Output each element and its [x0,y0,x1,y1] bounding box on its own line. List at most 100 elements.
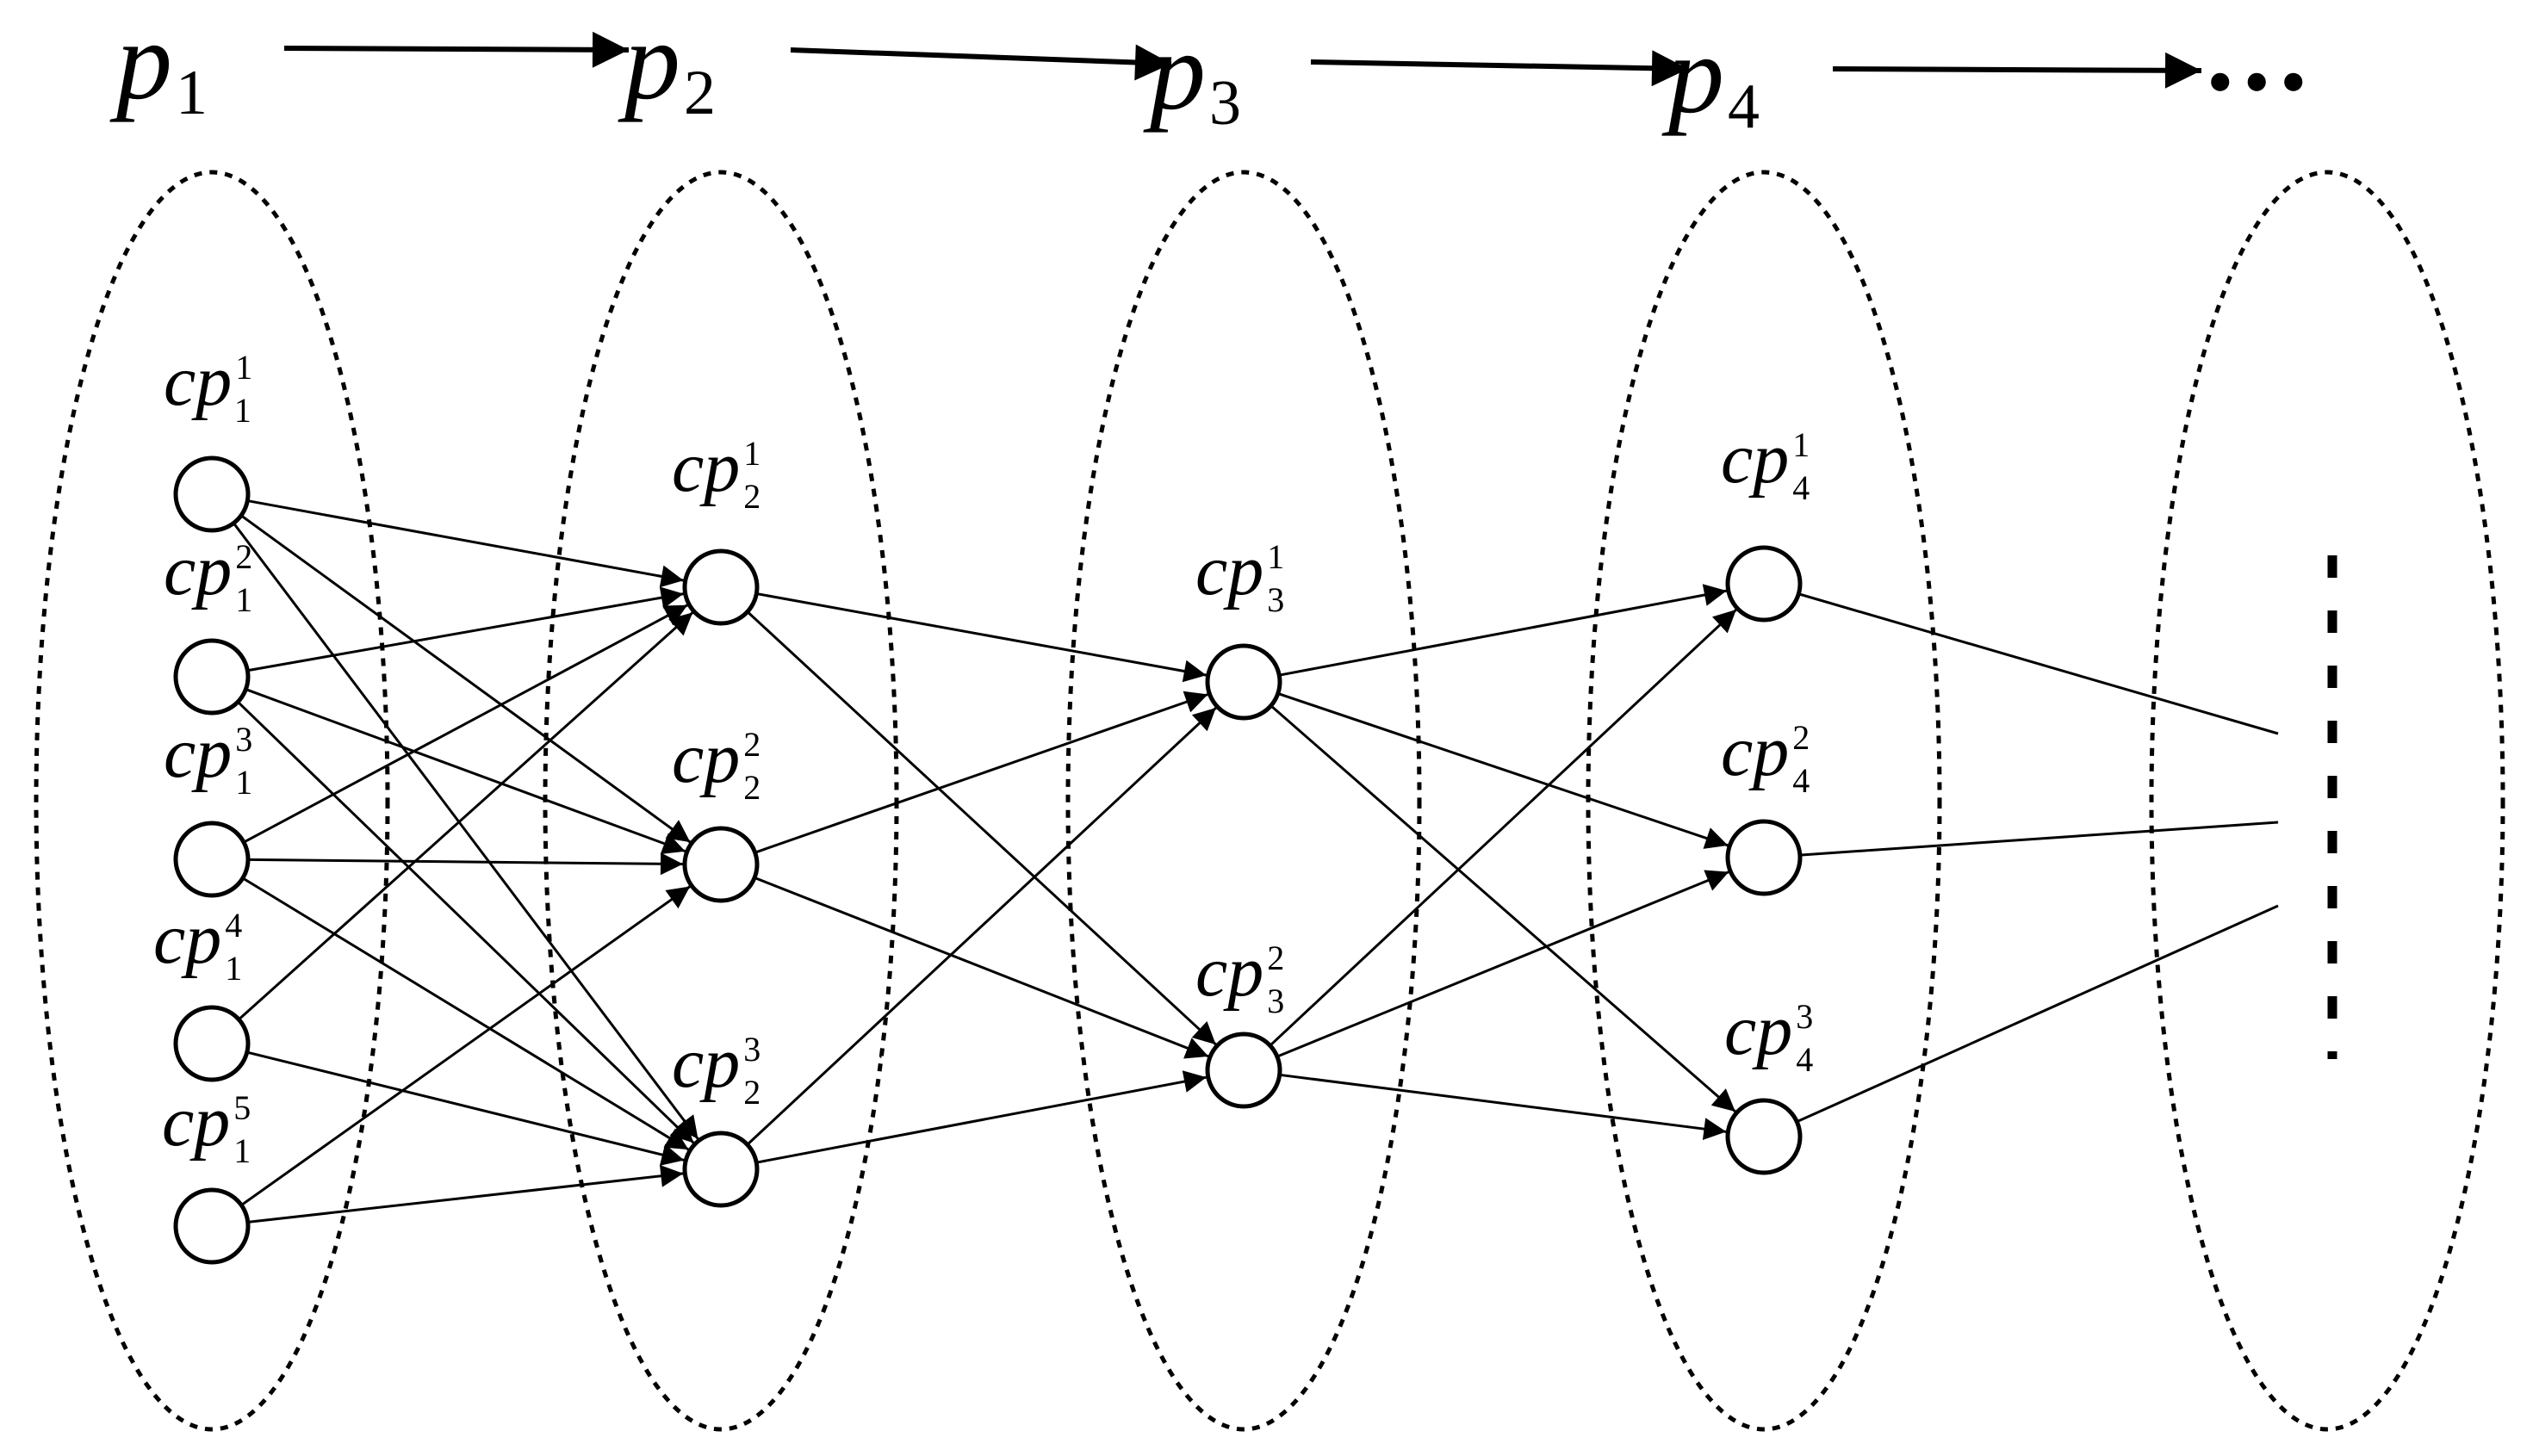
edge-n1_1-to-n2_2 [240,514,692,844]
stage-label-base: p [618,0,680,123]
node-label-superscript: 2 [743,725,761,764]
stage-label-4: p4 [1661,13,1760,142]
edge-n1_4-to-n2_3 [246,1050,685,1166]
node-n4_3 [1725,1098,1803,1175]
stage-ellipse-2 [543,170,899,1432]
node-label-base: cp [164,341,232,421]
edge-n1_1-to-n2_3 [233,522,699,1140]
edge-n1_3-to-n2_1 [243,604,688,844]
edge-n3_1-to-n4_2 [1277,692,1729,849]
node-n2_3 [682,1131,760,1208]
node-label-base: cp [153,899,221,979]
edge-n2_3-to-n3_2 [755,1070,1208,1164]
edge-n3_2-to-n4_2 [1276,870,1729,1058]
stage-label-subscript: 4 [1728,71,1760,142]
edge-n2_3-to-n3_1 [746,706,1217,1146]
node-label-superscript: 3 [743,1030,761,1069]
stage-ellipse-1 [34,170,390,1432]
node-label-superscript: 1 [743,434,761,473]
edge-n1_2-to-n2_2 [245,688,686,854]
continuation-edge-n4_2 [1799,821,2279,857]
node-label-subscript: 2 [743,1073,761,1112]
edge-n3_1-to-n4_3 [1270,704,1736,1113]
node-label-superscript: 2 [1267,939,1284,977]
node-n2_2 [682,826,760,903]
stage-label-subscript: 2 [684,58,716,128]
node-n1_4 [173,1005,251,1082]
node-label-subscript: 1 [234,391,251,430]
stage-label-base: p [1143,9,1206,133]
edge-n3_2-to-n4_1 [1269,608,1737,1047]
node-label-base: cp [672,1023,740,1103]
node-label-base: cp [1721,418,1789,499]
node-label-subscript: 2 [743,768,761,807]
stage-ellipse-4 [1586,170,1942,1432]
node-n3_1 [1205,643,1282,721]
node-label-subscript: 4 [1796,1040,1813,1079]
node-label-superscript: 4 [225,906,242,945]
continuation-edge-n4_3 [1796,904,2279,1124]
node-label-superscript: 1 [1792,425,1810,464]
transition-edges [233,499,2279,1224]
node-n1_5 [173,1187,251,1265]
edge-n1_3-to-n2_2 [247,852,684,876]
node-n2_1 [682,548,760,626]
edge-n1_2-to-n2_1 [247,586,684,672]
node-n4_2 [1725,819,1803,896]
node-label-subscript: 2 [743,477,761,516]
node-label-base: cp [164,530,232,610]
node-n3_2 [1205,1032,1282,1109]
stage-ellipse-5 [2149,170,2505,1432]
node-label-subscript: 4 [1792,761,1810,800]
node-label-base: cp [1195,530,1263,610]
node-label-base: cp [1195,932,1263,1012]
node-label-superscript: 2 [1792,718,1810,757]
node-label-base: cp [164,713,232,793]
stage-label-base: p [109,0,172,123]
node-label-subscript: 4 [1792,468,1810,507]
edge-n1_4-to-n2_1 [238,611,694,1021]
edge-n1_3-to-n2_3 [242,877,690,1151]
stage-arrow-1 [283,31,630,68]
edge-n1_5-to-n2_3 [247,1164,684,1224]
node-n4_1 [1725,545,1803,623]
node-n1_2 [173,638,251,716]
stage-ellipses [34,170,2505,1432]
node-label-subscript: 1 [233,1131,251,1170]
stage-arrow-4 [1832,52,2202,89]
stage-arrow-2 [790,44,1172,81]
node-label-superscript: 2 [235,537,252,576]
edge-n2_1-to-n3_1 [756,592,1207,683]
stage-label-3: p3 [1143,9,1241,139]
continuation-edge-n4_1 [1797,592,2279,735]
node-label-subscript: 3 [1267,580,1284,619]
stage-ellipsis: ... [2210,0,2320,115]
node-n1_3 [173,821,251,898]
stage-arrow-3 [1310,50,1689,87]
node-label-superscript: 1 [1267,537,1284,576]
node-label-base: cp [672,718,740,798]
stage-label-1: p1 [109,0,208,128]
node-n1_1 [173,455,251,533]
node-label-subscript: 1 [235,580,252,619]
node-label-subscript: 1 [225,949,242,988]
stage-label-base: p [1661,13,1724,137]
edge-n2_1-to-n3_2 [746,610,1217,1046]
stage-ellipse-3 [1065,170,1422,1432]
node-label-base: cp [162,1081,230,1162]
edge-n3_1-to-n4_1 [1278,584,1728,677]
stage-label-subscript: 1 [176,58,208,128]
node-label-base: cp [1721,711,1789,791]
